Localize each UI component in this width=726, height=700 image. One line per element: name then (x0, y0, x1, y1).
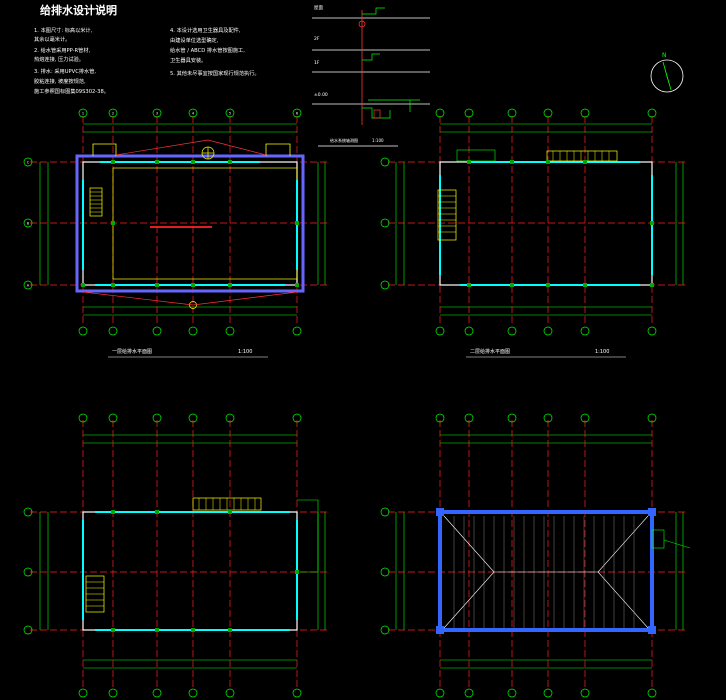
note-left-line: 3. 排水: 采用UPVC排水管, (34, 67, 96, 75)
system-diagram: 屋面 2F 1F ±0.00 给水系统轴测图 1:100 (312, 5, 430, 147)
grid-label: B (27, 222, 30, 226)
grid-bubbles (23, 108, 657, 698)
grid-label: 2 (112, 112, 114, 116)
grid-label: C (27, 161, 30, 165)
note-left-line: 施工参照国标图集09S302-38。 (34, 87, 109, 95)
plan-roof (388, 420, 691, 690)
design-notes: 给排水设计说明 1. 本图尺寸: 标高以米计, 其余以毫米计。 2. 给水管采用… (34, 3, 260, 95)
notes-title: 给排水设计说明 (40, 3, 117, 17)
grid-label: 4 (192, 112, 195, 116)
note-left-line: 胶粘连接, 坡度按规范, (34, 77, 86, 85)
plan-first-floor: 一层给排水平面图 1:100 (30, 116, 330, 358)
note-left-line: 2. 给水管采用PP-R管材, (34, 46, 91, 54)
note-right-line: 5. 其他未尽事宜按国家现行规范执行。 (170, 69, 260, 77)
note-right-line: 给水管 / ABCD 排水管按图施工, (170, 46, 245, 54)
grid-label: 3 (156, 112, 158, 116)
level-label: 1F (314, 60, 320, 66)
plan-second-floor: 二层给排水平面图 1:100 (388, 116, 688, 358)
note-right-line: 4. 本设计选用卫生器具及配件, (170, 26, 241, 34)
note-right-line: 由建设单位选型确定, (170, 36, 219, 44)
grid-label: 5 (229, 112, 231, 116)
plan-caption: 一层给排水平面图 (112, 348, 152, 355)
plan-third-floor (30, 420, 330, 690)
grid-label: A (27, 284, 30, 288)
level-label: ±0.00 (314, 92, 328, 98)
note-right-line: 卫生器具安装。 (170, 56, 206, 64)
plan-scale: 1:100 (238, 349, 252, 355)
exterior-wall (75, 154, 305, 293)
svg-text:N: N (662, 52, 667, 59)
note-left-line: 热熔连接, 压力试验。 (34, 55, 84, 63)
grid-label: 6 (296, 112, 298, 116)
plan-caption: 二层给排水平面图 (470, 348, 510, 355)
plan-scale: 1:100 (595, 349, 609, 355)
north-arrow-icon: N (650, 52, 684, 93)
note-left-line: 1. 本图尺寸: 标高以米计, (34, 26, 93, 34)
note-left-line: 其余以毫米计。 (34, 35, 70, 43)
system-scale: 1:100 (372, 138, 384, 143)
grid-label: 1 (82, 112, 84, 116)
level-label: 2F (314, 36, 320, 42)
level-label: 屋面 (314, 5, 323, 11)
system-caption: 给水系统轴测图 (330, 137, 358, 143)
